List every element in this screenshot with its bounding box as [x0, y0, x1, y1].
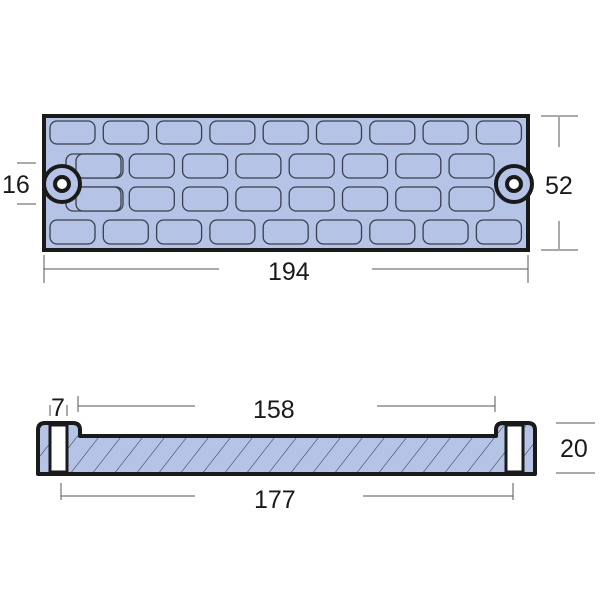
brick	[75, 153, 122, 179]
brick	[315, 219, 363, 245]
brick	[235, 186, 282, 212]
side-view: 7 158 20 177	[36, 394, 595, 514]
brick	[235, 153, 282, 179]
brick	[209, 219, 256, 245]
dim-hole-spacing: 177	[60, 483, 514, 514]
brick	[341, 186, 389, 212]
brick	[102, 120, 149, 145]
dim-thickness: 20	[556, 422, 595, 474]
brick	[341, 153, 389, 179]
dim-label-7: 7	[51, 394, 65, 422]
brick	[181, 186, 229, 212]
brick	[315, 120, 363, 145]
brick	[395, 186, 442, 212]
dim-label-177: 177	[254, 486, 296, 514]
brick	[262, 219, 309, 245]
brick	[49, 219, 96, 245]
dim-label-52: 52	[545, 172, 573, 200]
dim-label-194: 194	[268, 258, 310, 286]
right-mounting-hole	[494, 164, 534, 204]
side-profile	[36, 421, 537, 476]
brick	[475, 219, 523, 245]
brick	[288, 186, 335, 212]
brick	[422, 219, 469, 245]
brick	[155, 219, 203, 245]
left-mounting-hole	[42, 164, 82, 204]
brick-pattern	[49, 120, 523, 245]
dim-hole-diameter: 16	[2, 162, 36, 205]
right-hole-section	[504, 423, 525, 474]
top-view: 16 52 194	[2, 114, 578, 286]
brick	[369, 219, 416, 245]
dim-inner-length: 158	[77, 396, 496, 424]
brick	[49, 120, 96, 145]
brick	[75, 186, 122, 212]
brick	[102, 219, 149, 245]
brick	[128, 153, 175, 179]
brick	[155, 120, 203, 145]
brick	[128, 186, 175, 212]
brick	[181, 153, 229, 179]
dim-length: 194	[43, 255, 529, 286]
brick	[448, 186, 495, 212]
dim-label-20: 20	[560, 435, 588, 463]
left-hole-section	[48, 423, 69, 474]
brick	[422, 120, 469, 145]
brick	[288, 153, 335, 179]
dim-tab-width: 7	[49, 394, 68, 422]
brick	[475, 120, 523, 145]
dim-label-158: 158	[253, 396, 295, 424]
brick	[395, 153, 442, 179]
dim-width: 52	[541, 115, 578, 251]
brick	[448, 153, 495, 179]
brick	[209, 120, 256, 145]
brick	[262, 120, 309, 145]
dim-label-16: 16	[2, 171, 30, 199]
brick	[369, 120, 416, 145]
